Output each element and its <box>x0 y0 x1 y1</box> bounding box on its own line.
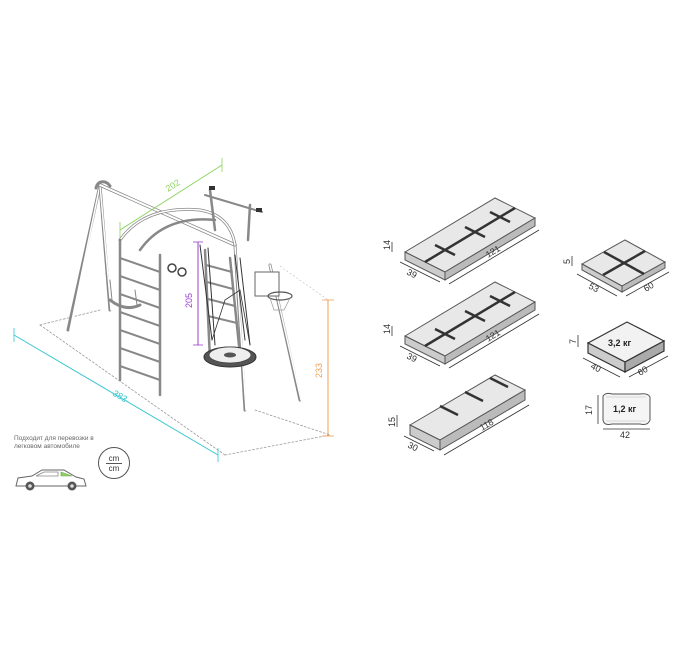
box-4-depth-label: 53 <box>587 281 600 294</box>
dimension-bar-height-label: 205 <box>184 293 194 308</box>
box-5-weight-label: 3,2 кг <box>608 338 632 348</box>
dimension-width-label: 202 <box>164 177 182 193</box>
package-box-3: 15 30 118 <box>387 374 530 456</box>
package-bag: 1,2 кг 17 42 <box>584 392 651 440</box>
package-box-4: 5 53 60 <box>562 239 670 297</box>
unit-top: cm <box>108 453 120 463</box>
bag-length-label: 42 <box>620 430 630 440</box>
box-1-depth-label: 39 <box>405 267 418 280</box>
unit-divider <box>106 462 122 464</box>
box-4-height-label: 5 <box>562 259 572 264</box>
package-box-5: 3,2 кг 7 40 60 <box>568 321 669 378</box>
dimension-total-height: 233 <box>279 265 334 437</box>
dimension-total-height-label: 233 <box>314 363 324 378</box>
unit-cm-icon: cm cm <box>98 447 130 479</box>
transport-note: Подходит для перевозки в легковом автомо… <box>14 435 94 450</box>
box-3-height-label: 15 <box>387 417 397 427</box>
box-4-length-label: 60 <box>642 280 656 294</box>
playground-frame <box>39 180 331 456</box>
bag-weight-label: 1,2 кг <box>613 404 637 414</box>
package-box-1: 14 39 121 <box>382 197 540 285</box>
car-icon <box>15 469 87 491</box>
box-1-height-label: 14 <box>382 240 392 250</box>
unit-bottom: cm <box>108 463 120 473</box>
package-box-2: 14 39 121 <box>382 281 540 369</box>
box-5-height-label: 7 <box>568 339 578 344</box>
box-2-height-label: 14 <box>382 324 392 334</box>
box-3-depth-label: 30 <box>406 440 419 453</box>
box-5-depth-label: 40 <box>589 361 602 374</box>
bag-height-label: 17 <box>584 405 594 415</box>
box-2-depth-label: 39 <box>405 351 418 364</box>
dimension-bar-height: 205 <box>184 241 203 346</box>
box-5-length-label: 60 <box>636 364 650 378</box>
dimension-length-label: 383 <box>111 388 129 404</box>
